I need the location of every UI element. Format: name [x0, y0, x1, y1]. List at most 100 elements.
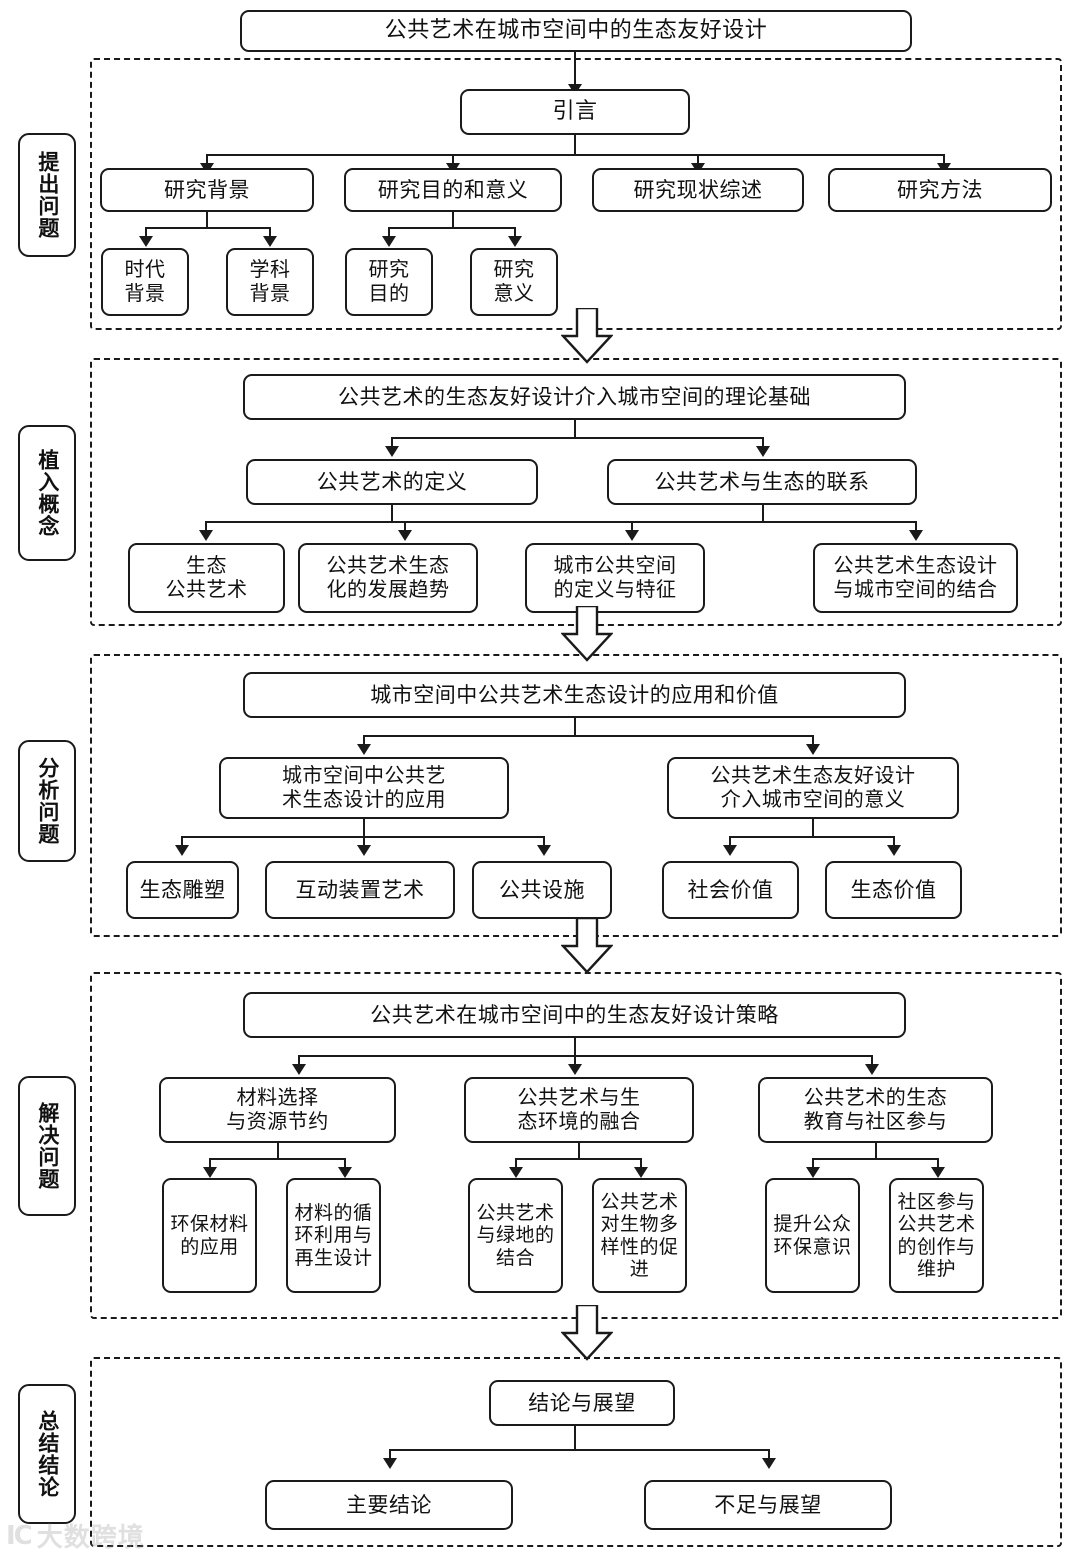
stage1-level3-text-4: 研究 意义 [493, 257, 535, 305]
connector-stage3b1-drop-2 [363, 836, 366, 848]
stage4-level3-box-1: 环保材料 的应用 [162, 1178, 257, 1293]
connector-stage2-bus [392, 437, 764, 440]
stage4-level3-box-4: 公共艺术 对生物多 样性的促 进 [592, 1178, 687, 1293]
stage2-level2-box-1: 公共艺术的定义 [246, 459, 538, 505]
stage4-level3-box-2: 材料的循 环利用与 再生设计 [286, 1178, 381, 1293]
stage5-level2-box-2: 不足与展望 [644, 1480, 892, 1530]
connector-stage2-drop-2 [762, 437, 765, 449]
arrowhead-stage3b1-2 [357, 845, 371, 856]
stage5-root-text: 结论与展望 [528, 1390, 636, 1415]
stage4-level2-box-1: 材料选择 与资源节约 [159, 1077, 396, 1143]
connector-stage3b2-stem [812, 819, 815, 837]
connector-stage1-bus [207, 154, 945, 157]
stage3-level3-right-text-2: 生态价值 [850, 877, 937, 902]
stage1-level2-box-4: 研究方法 [828, 168, 1052, 212]
connector-stage2-lower-bus [206, 521, 917, 524]
connector-stage4b3-bus [813, 1158, 939, 1161]
stage4-root-box: 公共艺术在城市空间中的生态友好设计策略 [243, 992, 906, 1038]
stage1-level3-box-2: 学科 背景 [226, 248, 314, 316]
arrowhead-stage5-r [762, 1458, 776, 1469]
connector-stage3b2-drop-1 [729, 836, 732, 848]
connector-stage4b2-drop-r [640, 1158, 643, 1170]
arrowhead-stage2-a [199, 530, 213, 541]
connector-stage3b1-stem [363, 819, 366, 837]
connector-stage1-drop-3 [697, 154, 700, 166]
stage4-level2-box-2: 公共艺术与生 态环境的融合 [464, 1077, 694, 1143]
connector-stage4b2-stem [578, 1143, 581, 1159]
stage1-level2-box-3: 研究现状综述 [592, 168, 804, 212]
stage2-level3-box-4: 公共艺术生态设计 与城市空间的结合 [813, 543, 1018, 613]
stage3-level3-right-box-2: 生态价值 [825, 861, 962, 919]
connector-stage4b2-bus [516, 1158, 642, 1161]
stage4-level3-text-5: 提升公众 环保意识 [773, 1213, 852, 1258]
connector-stage1-stem [574, 135, 577, 155]
connector-stage4-drop-2 [574, 1055, 577, 1067]
arrowhead-stage4-1 [292, 1064, 306, 1075]
connector-stage2-drop-a [205, 521, 208, 533]
stage1-level2-text-3: 研究现状综述 [633, 177, 763, 202]
stage2-level2-text-2: 公共艺术与生态的联系 [654, 469, 870, 494]
stage-transition-arrow-1 [561, 308, 613, 364]
stage-label-4: 解决问题 [18, 1076, 76, 1216]
connector-stage3-drop-2 [812, 735, 815, 747]
stage2-level3-text-1: 生态 公共艺术 [165, 553, 248, 601]
stage2-level2-box-2: 公共艺术与生态的联系 [607, 459, 917, 505]
connector-stage4-bus [299, 1055, 873, 1058]
stage3-level3-left-box-1: 生态雕塑 [126, 861, 239, 919]
connector-stage3b2-drop-2 [893, 836, 896, 848]
diagram-title-text: 公共艺术在城市空间中的生态友好设计 [384, 18, 768, 44]
connector-stage5-drop-r [768, 1449, 771, 1461]
stage-transition-arrow-2 [561, 606, 613, 662]
connector-stage1-drop-4 [943, 154, 946, 166]
arrowhead-stage4b1-l [203, 1167, 217, 1178]
arrowhead-stage3-2 [806, 744, 820, 755]
connector-stage4b3-drop-l [812, 1158, 815, 1170]
arrowhead-stage3b1-1 [175, 845, 189, 856]
arrowhead-stage2-c [625, 530, 639, 541]
stage2-level3-box-3: 城市公共空间 的定义与特征 [525, 543, 705, 613]
stage2-level3-text-4: 公共艺术生态设计 与城市空间的结合 [833, 553, 998, 601]
arrowhead-stage4-3 [865, 1064, 879, 1075]
arrowhead-stage2-1 [385, 446, 399, 457]
stage1-level3-box-3: 研究 目的 [345, 248, 433, 316]
arrowhead-stage4b3-l [806, 1167, 820, 1178]
stage1-level3-text-3: 研究 目的 [368, 257, 410, 305]
connector-stage4b1-bus [210, 1158, 346, 1161]
connector-stage1b1-drop-r [269, 227, 272, 239]
stage3-level3-right-text-1: 社会价值 [687, 877, 774, 902]
connector-stage1b2-bus [389, 227, 516, 230]
stage1-level2-box-1: 研究背景 [100, 168, 314, 212]
stage5-level2-text-1: 主要结论 [346, 1492, 432, 1517]
stage1-level3-text-1: 时代 背景 [124, 257, 166, 305]
stage3-level3-left-text-3: 公共设施 [499, 877, 585, 902]
stage-transition-arrow-4 [561, 1305, 613, 1361]
connector-stage4b3-drop-r [937, 1158, 940, 1170]
arrowhead-stage2-d [909, 530, 923, 541]
stage-label-2: 植入概念 [18, 425, 76, 561]
stage4-level3-text-6: 社区参与 公共艺术 的创作与 维护 [897, 1190, 976, 1280]
stage1-root-text: 引言 [552, 99, 598, 125]
arrowhead-stage4b2-l [509, 1167, 523, 1178]
connector-stage4b3-stem [875, 1143, 878, 1159]
stage-label-1-text: 提出问题 [35, 151, 60, 239]
stage2-level3-box-2: 公共艺术生态 化的发展趋势 [298, 543, 478, 613]
stage-label-3: 分析问题 [18, 740, 76, 862]
stage4-level3-box-6: 社区参与 公共艺术 的创作与 维护 [889, 1178, 984, 1293]
stage-transition-arrow-3 [561, 918, 613, 974]
stage-label-5: 总结结论 [18, 1384, 76, 1524]
connector-stage4b1-drop-r [344, 1158, 347, 1170]
stage-label-2-text: 植入概念 [35, 449, 60, 537]
connector-stage4-stem [574, 1038, 577, 1056]
stage1-level3-box-1: 时代 背景 [101, 248, 189, 316]
connector-stage3-bus [364, 735, 814, 738]
stage2-root-text: 公共艺术的生态友好设计介入城市空间的理论基础 [338, 384, 811, 409]
stage3-level3-left-box-3: 公共设施 [472, 861, 612, 919]
stage4-level2-text-1: 材料选择 与资源节约 [226, 1085, 329, 1133]
connector-stage1b2-drop-r [514, 227, 517, 239]
connector-stage1b1-bus [146, 227, 270, 230]
stage4-level3-text-2: 材料的循 环利用与 再生设计 [294, 1201, 373, 1269]
connector-stage4-drop-1 [298, 1055, 301, 1067]
stage4-root-text: 公共艺术在城市空间中的生态友好设计策略 [370, 1002, 779, 1027]
stage1-level2-text-1: 研究背景 [164, 177, 250, 202]
